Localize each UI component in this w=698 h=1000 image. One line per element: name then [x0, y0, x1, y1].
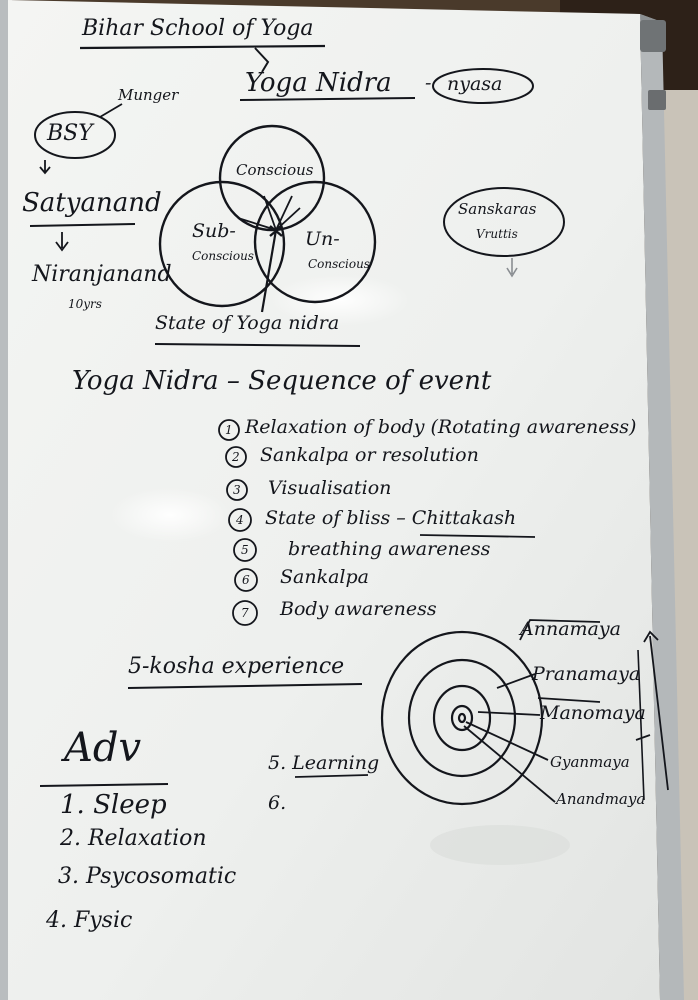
adv-title: Adv: [64, 725, 142, 771]
lineage-successor: Niranjanand: [32, 262, 172, 287]
sequence-num: 4: [236, 513, 244, 527]
sequence-title: Yoga Nidra – Sequence of event: [72, 366, 492, 396]
venn-subconscious-label-a: Sub-: [192, 220, 236, 242]
adv-item: 2. Relaxation: [60, 826, 207, 851]
lineage-place: Munger: [118, 86, 179, 104]
sequence-item: Visualisation: [268, 477, 392, 499]
board-title: Bihar School of Yoga: [82, 16, 314, 41]
sequence-item: Sankalpa: [280, 566, 369, 588]
venn-unconscious-label-b: Conscious: [308, 257, 370, 271]
venn-conscious-label: Conscious: [236, 161, 314, 179]
sequence-num: 1: [225, 423, 233, 437]
sequence-num: 3: [233, 483, 241, 497]
adv-item: 3. Psycosomatic: [58, 864, 237, 889]
adv-item: 1. Sleep: [60, 790, 167, 820]
sequence-num: 2: [232, 450, 240, 464]
kosha-layer: Gyanmaya: [550, 753, 630, 771]
header-tag: nyasa: [447, 73, 503, 95]
vruttis-label: Vruttis: [476, 227, 518, 241]
sequence-num: 7: [241, 606, 249, 620]
adv-item-extra: 5. Learning: [268, 752, 380, 774]
sequence-item: Relaxation of body (Rotating awareness): [245, 416, 637, 438]
kosha-layer: Manomaya: [540, 702, 646, 724]
sequence-num: 5: [241, 543, 249, 557]
sequence-item: Sankalpa or resolution: [260, 444, 479, 466]
sequence-item: breathing awareness: [288, 538, 491, 560]
sequence-item: Body awareness: [280, 598, 437, 620]
venn-unconscious-label-a: Un-: [305, 228, 340, 250]
kosha-layer: Pranamaya: [532, 663, 641, 685]
samskaras-label: Sanskaras: [458, 200, 537, 218]
adv-item-extra: 6.: [268, 792, 287, 814]
adv-item: 4. Fysic: [46, 908, 133, 933]
sequence-item: State of bliss – Chittakash: [265, 507, 517, 529]
venn-subconscious-label-b: Conscious: [192, 249, 254, 263]
header-dash: -: [425, 72, 432, 94]
sequence-num: 6: [242, 573, 250, 587]
lineage-founder: Satyanand: [22, 188, 162, 218]
board-subtitle: Yoga Nidra: [245, 68, 392, 98]
kosha-layer: Annamaya: [520, 618, 621, 640]
kosha-title: 5-kosha experience: [128, 654, 345, 679]
lineage-successor-note: 10yrs: [68, 297, 102, 311]
venn-caption: State of Yoga nidra: [155, 312, 340, 334]
kosha-layer: Anandmaya: [556, 790, 646, 808]
lineage-acronym: BSY: [47, 121, 93, 146]
